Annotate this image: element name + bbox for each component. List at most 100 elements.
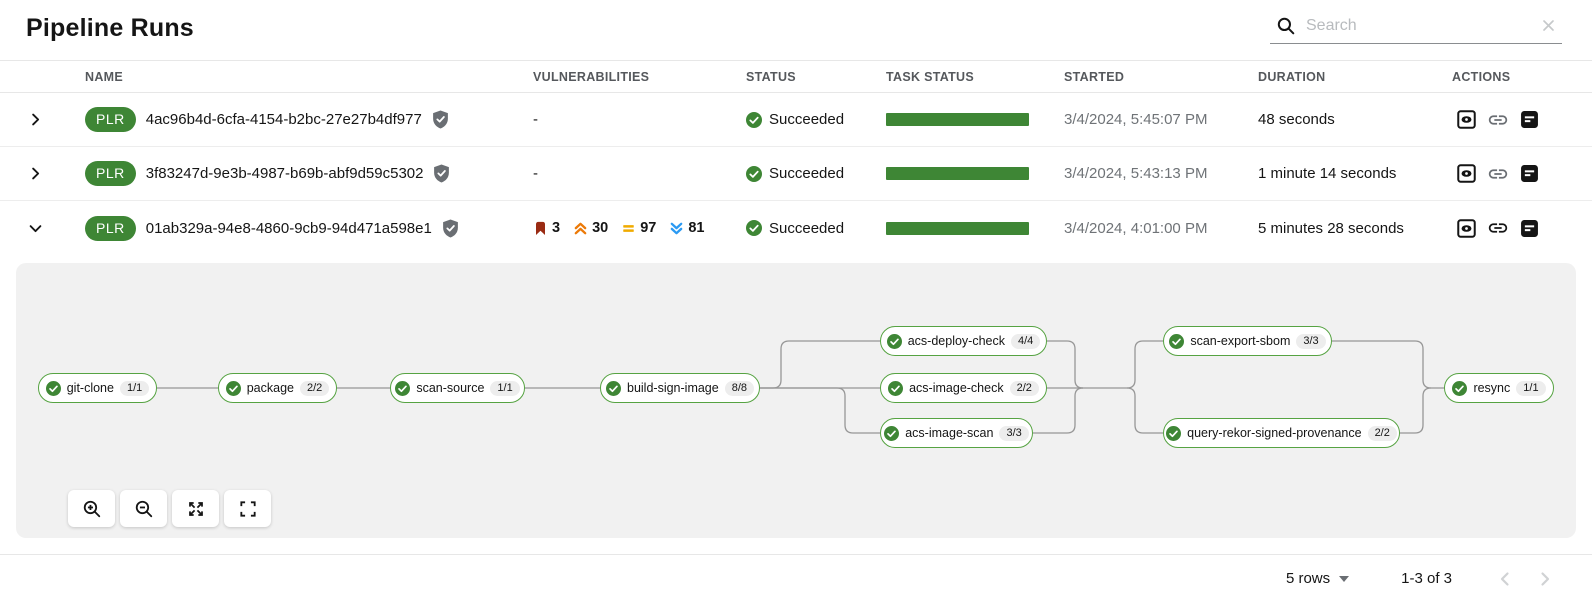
logs-icon[interactable] bbox=[1520, 164, 1539, 183]
signed-shield-icon bbox=[442, 219, 459, 238]
pipeline-task-node-acs-image-check[interactable]: acs-image-check 2/2 bbox=[880, 373, 1047, 403]
task-status-bar bbox=[886, 167, 1029, 180]
link-icon[interactable] bbox=[1487, 109, 1509, 131]
pipeline-edges bbox=[157, 340, 1444, 434]
medium-severity-icon bbox=[621, 221, 636, 236]
view-output-icon[interactable] bbox=[1457, 218, 1476, 238]
page-header: Pipeline Runs bbox=[0, 0, 1592, 60]
graph-controls bbox=[68, 490, 271, 527]
pagination-range: 1-3 of 3 bbox=[1401, 570, 1452, 587]
pagination-footer: 5 rows 1-3 of 3 bbox=[0, 555, 1592, 602]
pipeline-task-node-git-clone[interactable]: git-clone 1/1 bbox=[38, 373, 157, 403]
duration: 48 seconds bbox=[1258, 111, 1335, 128]
pipeline-task-node-acs-image-scan[interactable]: acs-image-scan 3/3 bbox=[880, 418, 1033, 448]
column-actions: ACTIONS bbox=[1452, 69, 1511, 84]
task-label: query-rekor-signed-provenance bbox=[1187, 426, 1362, 440]
search-box bbox=[1270, 10, 1562, 44]
task-label: package bbox=[246, 381, 294, 395]
view-output-icon[interactable] bbox=[1457, 164, 1476, 183]
pipeline-task-node-acs-deploy-check[interactable]: acs-deploy-check 4/4 bbox=[880, 326, 1047, 356]
pipeline-task-node-scan-export-sbom[interactable]: scan-export-sbom 3/3 bbox=[1163, 326, 1332, 356]
task-label: acs-image-check bbox=[909, 381, 1004, 395]
duration: 5 minutes 28 seconds bbox=[1258, 219, 1404, 237]
critical-severity-icon bbox=[533, 220, 548, 236]
task-step-badge: 2/2 bbox=[1367, 425, 1397, 441]
task-success-icon bbox=[1452, 380, 1468, 396]
task-status-bar bbox=[886, 221, 1029, 235]
fullscreen-icon[interactable] bbox=[224, 490, 271, 527]
started-timestamp: 3/4/2024, 5:43:13 PM bbox=[1064, 165, 1208, 182]
started-timestamp: 3/4/2024, 5:45:07 PM bbox=[1064, 111, 1208, 128]
pipeline-task-node-resync[interactable]: resync 1/1 bbox=[1444, 373, 1554, 403]
expand-toggle-chevron-right-icon[interactable] bbox=[23, 161, 48, 186]
plr-badge: PLR bbox=[85, 107, 136, 132]
low-severity-icon bbox=[669, 221, 684, 236]
column-vulnerabilities: VULNERABILITIES bbox=[533, 69, 650, 84]
logs-icon[interactable] bbox=[1520, 219, 1539, 238]
pipeline-run-name[interactable]: 3f83247d-9e3b-4987-b69b-abf9d59c5302 bbox=[145, 165, 424, 182]
clear-search-icon[interactable] bbox=[1539, 16, 1558, 35]
pipeline-task-node-query-rekor-signed-provenance[interactable]: query-rekor-signed-provenance 2/2 bbox=[1163, 418, 1400, 448]
task-step-badge: 3/3 bbox=[999, 425, 1029, 441]
high-count: 30 bbox=[592, 220, 609, 236]
pipeline-task-node-scan-source[interactable]: scan-source 1/1 bbox=[390, 373, 525, 403]
task-label: acs-image-scan bbox=[905, 426, 994, 440]
no-vulnerabilities: - bbox=[533, 111, 538, 128]
task-label: scan-source bbox=[416, 381, 485, 395]
column-duration: DURATION bbox=[1258, 69, 1326, 84]
signed-shield-icon bbox=[432, 110, 449, 129]
pipeline-task-node-build-sign-image[interactable]: build-sign-image 8/8 bbox=[600, 373, 760, 403]
zoom-in-icon[interactable] bbox=[68, 490, 115, 527]
task-step-badge: 3/3 bbox=[1296, 333, 1326, 349]
next-page-chevron-icon[interactable] bbox=[1532, 566, 1558, 592]
task-label: scan-export-sbom bbox=[1190, 334, 1291, 348]
signed-shield-icon bbox=[433, 164, 450, 183]
task-step-badge: 8/8 bbox=[724, 380, 755, 396]
table-row: PLR 01ab329a-94e8-4860-9cb9-94d471a598e1… bbox=[0, 201, 1592, 255]
high-severity-icon bbox=[573, 221, 588, 236]
link-icon[interactable] bbox=[1487, 163, 1509, 185]
previous-page-chevron-icon[interactable] bbox=[1492, 566, 1518, 592]
pipeline-task-node-package[interactable]: package 2/2 bbox=[218, 373, 337, 403]
rows-per-page-select[interactable]: 5 rows bbox=[1285, 570, 1350, 587]
logs-icon[interactable] bbox=[1520, 110, 1539, 129]
table-row: PLR 3f83247d-9e3b-4987-b69b-abf9d59c5302… bbox=[0, 147, 1592, 201]
rows-per-page-label: 5 rows bbox=[1285, 570, 1331, 587]
column-name: NAME bbox=[85, 69, 124, 84]
plr-badge: PLR bbox=[85, 215, 136, 241]
collapse-toggle-chevron-down-icon[interactable] bbox=[23, 216, 48, 241]
view-output-icon[interactable] bbox=[1457, 110, 1476, 129]
plr-badge: PLR bbox=[85, 161, 136, 186]
critical-count: 3 bbox=[552, 220, 561, 236]
task-step-badge: 1/1 bbox=[490, 380, 520, 396]
column-task-status: TASK STATUS bbox=[886, 69, 975, 84]
caret-down-icon bbox=[1339, 575, 1350, 582]
task-success-icon bbox=[1166, 425, 1182, 441]
fit-to-screen-icon[interactable] bbox=[172, 490, 219, 527]
task-success-icon bbox=[225, 380, 241, 396]
expand-toggle-chevron-right-icon[interactable] bbox=[23, 107, 48, 132]
pipeline-run-name[interactable]: 4ac96b4d-6cfa-4154-b2bc-27e27b4df977 bbox=[145, 111, 422, 128]
search-input[interactable] bbox=[1306, 16, 1529, 35]
task-step-badge: 1/1 bbox=[1516, 380, 1546, 396]
task-step-badge: 2/2 bbox=[299, 380, 330, 396]
table-row: PLR 4ac96b4d-6cfa-4154-b2bc-27e27b4df977… bbox=[0, 93, 1592, 147]
task-success-icon bbox=[606, 380, 621, 396]
task-status-bar bbox=[886, 113, 1029, 126]
started-timestamp: 3/4/2024, 4:01:00 PM bbox=[1064, 219, 1208, 237]
status-label: Succeeded bbox=[769, 111, 845, 128]
task-success-icon bbox=[888, 380, 904, 396]
pipeline-run-name[interactable]: 01ab329a-94e8-4860-9cb9-94d471a598e1 bbox=[145, 219, 432, 237]
task-success-icon bbox=[45, 380, 61, 396]
link-icon[interactable] bbox=[1487, 217, 1509, 239]
page-title: Pipeline Runs bbox=[26, 14, 194, 42]
task-label: resync bbox=[1473, 381, 1511, 395]
task-success-icon bbox=[884, 425, 900, 441]
task-step-badge: 1/1 bbox=[119, 380, 150, 396]
succeeded-check-icon bbox=[746, 220, 762, 236]
column-started: STARTED bbox=[1064, 69, 1125, 84]
search-icon bbox=[1276, 16, 1296, 36]
zoom-out-icon[interactable] bbox=[120, 490, 167, 527]
task-success-icon bbox=[886, 333, 902, 349]
